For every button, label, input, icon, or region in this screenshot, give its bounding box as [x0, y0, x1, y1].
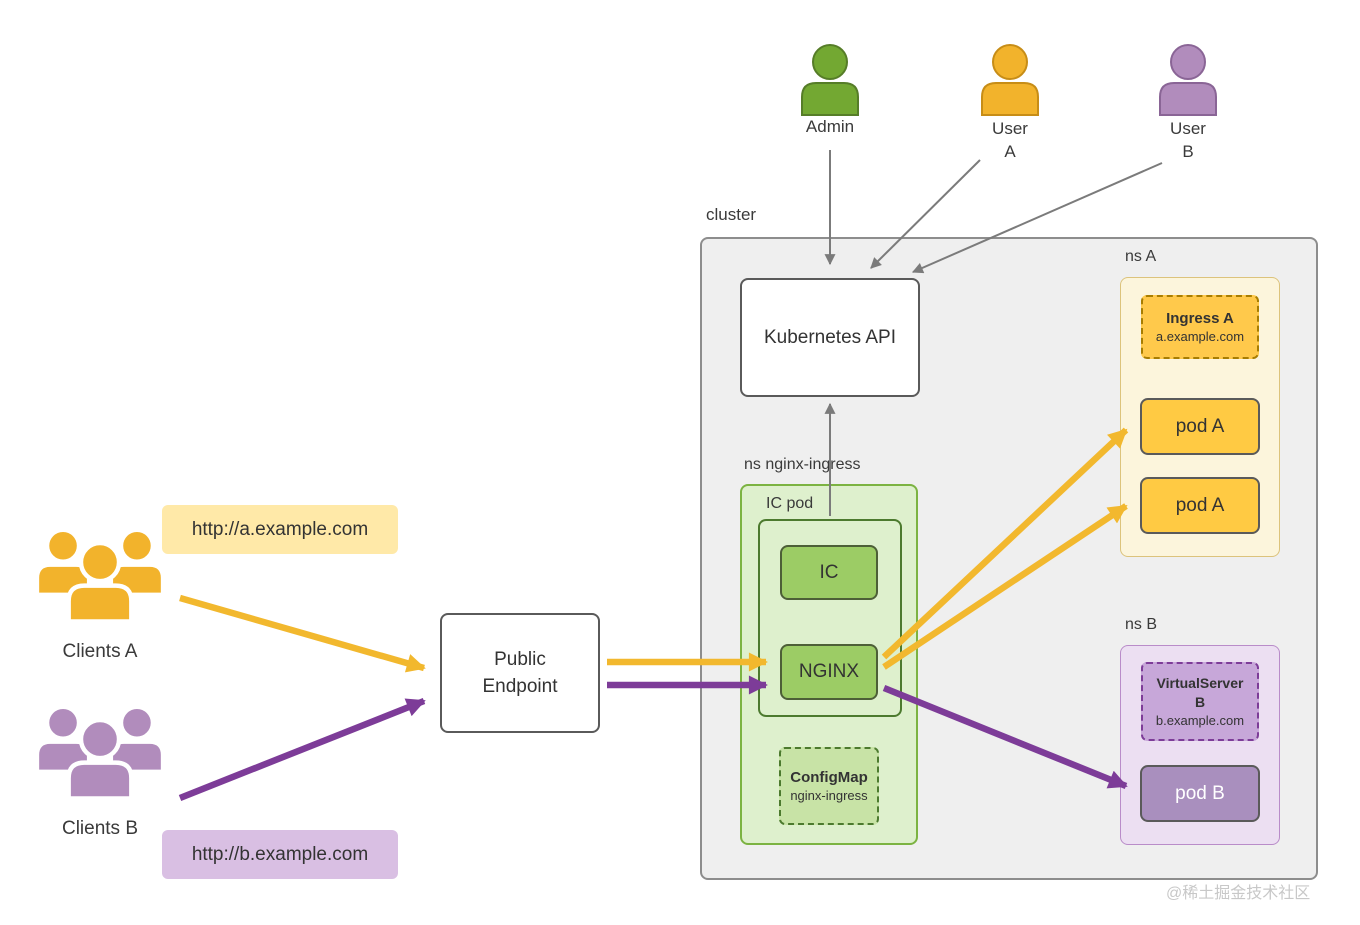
url-b-label: http://b.example.com [191, 843, 369, 865]
configmap-box: ConfigMap nginx-ingress [779, 747, 879, 825]
kubernetes-api-box: Kubernetes API [740, 278, 920, 397]
ic-box: IC [780, 545, 878, 600]
pod-a-1-label: pod A [1175, 415, 1225, 437]
ic-pod-label: IC pod [766, 495, 814, 512]
pod-a-2-label: pod A [1175, 494, 1225, 516]
cluster-label: cluster [706, 205, 757, 224]
ingress-a-host: a.example.com [1155, 329, 1245, 344]
configmap-title: ConfigMap [790, 769, 868, 786]
clients-b-label: Clients B [61, 818, 139, 839]
virtualserver-b-title2: B [1194, 694, 1206, 710]
ingress-a-box: Ingress A a.example.com [1141, 295, 1259, 359]
user-a-label: User A [980, 117, 1040, 163]
user-b-label-line1: User [1170, 119, 1206, 138]
pod-b-label: pod B [1175, 782, 1225, 804]
ic-label: IC [819, 561, 839, 583]
public-endpoint-line2: Endpoint [482, 676, 558, 697]
user-a-label-line1: User [992, 119, 1028, 138]
pod-b-box: pod B [1140, 765, 1260, 822]
user-a-label-line2: A [1004, 142, 1016, 161]
url-a-chip: http://a.example.com [162, 505, 398, 554]
virtualserver-b-host: b.example.com [1155, 713, 1245, 728]
virtualserver-b-box: VirtualServer B b.example.com [1141, 662, 1259, 741]
watermark: @稀土掘金技术社区 [1166, 885, 1311, 902]
virtualserver-b-title: VirtualServer [1156, 675, 1244, 691]
url-a-label: http://a.example.com [191, 518, 369, 540]
configmap-subtitle: nginx-ingress [790, 788, 868, 803]
public-endpoint-box: Public Endpoint [440, 613, 600, 733]
nginx-box: NGINX [780, 644, 878, 700]
ns-nginx-ingress-label: ns nginx-ingress [744, 456, 861, 473]
ingress-a-title: Ingress A [1166, 310, 1234, 327]
ns-b-label: ns B [1125, 616, 1158, 633]
ns-a-label: ns A [1125, 248, 1157, 265]
admin-label: Admin [805, 117, 855, 136]
clients-a-label: Clients A [62, 641, 138, 662]
pod-a-1-box: pod A [1140, 398, 1260, 455]
url-b-chip: http://b.example.com [162, 830, 398, 879]
user-b-label-line2: B [1182, 142, 1194, 161]
user-b-label: User B [1158, 117, 1218, 163]
nginx-label: NGINX [798, 661, 860, 682]
public-endpoint-line1: Public [494, 649, 546, 670]
pod-a-2-box: pod A [1140, 477, 1260, 534]
kubernetes-api-label: Kubernetes API [763, 326, 897, 348]
